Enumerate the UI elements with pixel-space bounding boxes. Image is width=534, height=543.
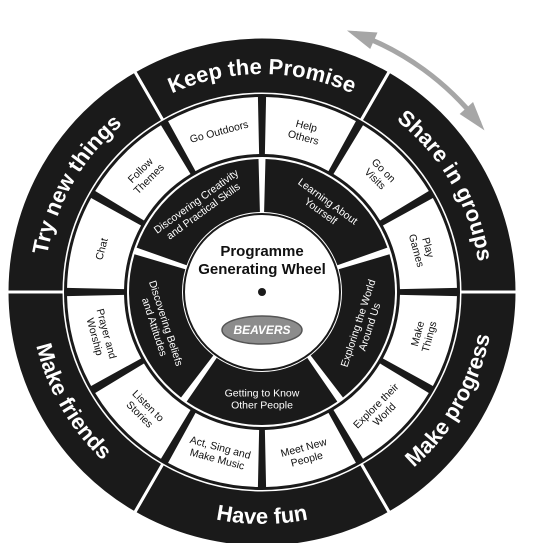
middle-segment xyxy=(333,363,429,459)
outer-segment-label: Have fun xyxy=(215,500,309,529)
center-hub: Programme Generating Wheel BEAVERS xyxy=(183,213,341,371)
middle-segment xyxy=(264,97,356,172)
middle-segment xyxy=(67,198,142,290)
logo-badge xyxy=(221,315,303,345)
logo-text: BEAVERS xyxy=(233,323,290,337)
middle-segment xyxy=(95,363,191,459)
middle-segment xyxy=(264,412,356,487)
middle-segment-label: Chat xyxy=(93,237,110,262)
inner-segment xyxy=(264,159,388,266)
inner-segment xyxy=(129,254,214,398)
center-title-line2: Generating Wheel xyxy=(198,261,326,278)
inner-segment xyxy=(136,159,260,266)
center-title-line1: Programme xyxy=(220,243,303,260)
middle-segment xyxy=(382,198,457,290)
middle-segment xyxy=(95,125,191,221)
middle-segment-label: HelpOthers xyxy=(287,116,324,147)
middle-segment xyxy=(382,294,457,386)
beavers-logo-icon: BEAVERS xyxy=(221,315,303,345)
curved-double-arrow-icon xyxy=(346,30,485,131)
inner-segment xyxy=(186,357,338,425)
middle-segment xyxy=(168,97,260,172)
center-dot xyxy=(258,288,266,296)
inner-segment xyxy=(310,254,395,398)
middle-segment xyxy=(333,125,429,221)
middle-segment xyxy=(67,294,142,386)
middle-segment xyxy=(168,412,260,487)
